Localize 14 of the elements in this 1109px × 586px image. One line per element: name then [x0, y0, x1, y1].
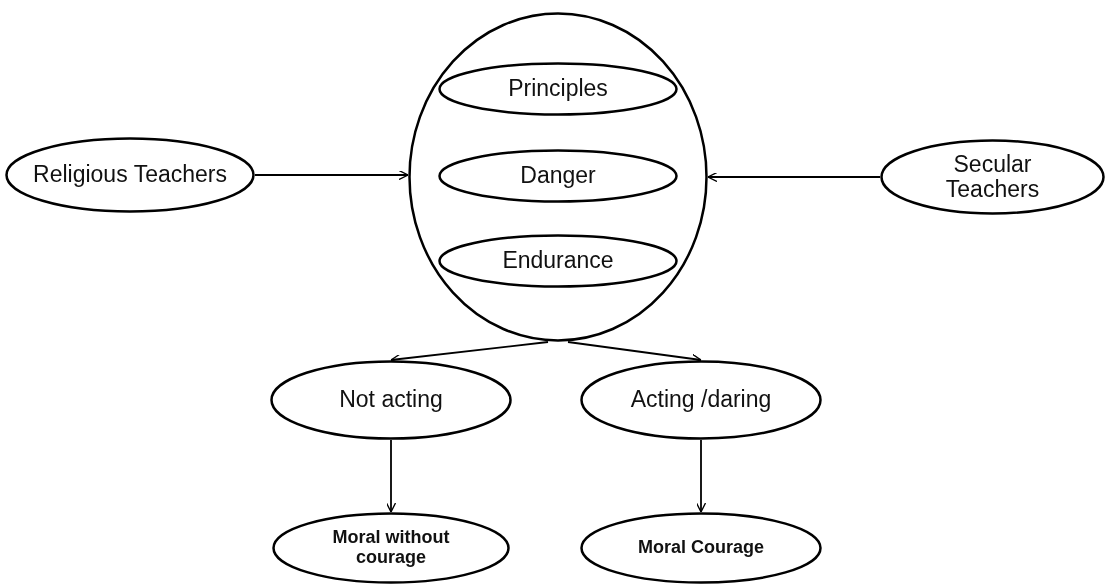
- oval-node: Moral without courage: [272, 512, 510, 584]
- oval-node: Not acting: [270, 360, 512, 440]
- circle-group: [408, 12, 708, 342]
- oval-node: Principles: [438, 62, 678, 116]
- arrow: [385, 439, 397, 513]
- arrow: [707, 171, 881, 183]
- oval-node: Danger: [438, 149, 678, 203]
- oval-node: Acting /daring: [580, 360, 822, 440]
- oval-node: Moral Courage: [580, 512, 822, 584]
- arrow: [695, 439, 707, 513]
- arrow: [254, 169, 409, 181]
- oval-node: Religious Teachers: [5, 137, 255, 213]
- oval-node: Secular Teachers: [880, 139, 1105, 215]
- oval-node: Endurance: [438, 234, 678, 288]
